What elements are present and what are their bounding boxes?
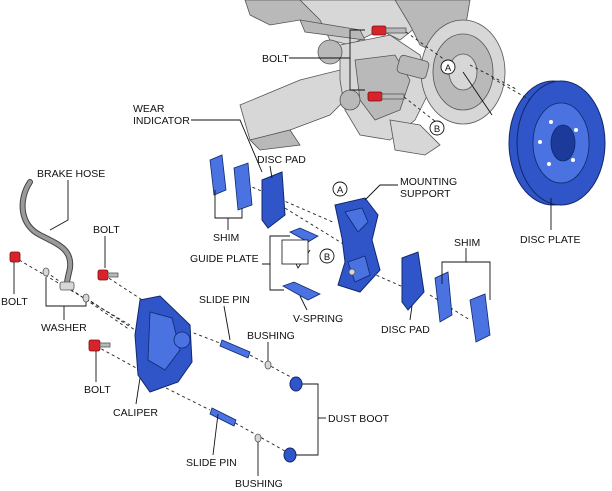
knuckle-bolt-upper	[371, 25, 407, 36]
dust-boot-upper	[289, 376, 303, 392]
label-disc-plate: DISC PLATE	[520, 234, 581, 246]
label-bushing-upper: BUSHING	[247, 330, 295, 342]
label-bolt-top: BOLT	[262, 53, 289, 65]
part-labels: BOLT WEAR INDICATOR DISC PAD SHIM MOUNTI…	[1, 53, 581, 490]
marker-b-knuckle: B	[429, 120, 445, 136]
label-mounting-support-line2: SUPPORT	[400, 188, 451, 200]
label-slide-pin-lower: SLIDE PIN	[186, 457, 237, 469]
slide-pin-lower	[209, 407, 237, 427]
label-bolt-left: BOLT	[1, 296, 28, 308]
label-shim-right: SHIM	[454, 237, 480, 249]
shim-lower-inner	[434, 271, 453, 323]
caliper	[134, 295, 193, 393]
label-wear-indicator-line1: WEAR	[133, 103, 165, 115]
label-washer: WASHER	[41, 322, 87, 334]
marker-b-support: B	[319, 248, 335, 264]
marker-a-knuckle: A	[440, 59, 456, 75]
svg-text:A: A	[337, 185, 344, 196]
washer-upper	[42, 267, 50, 277]
shim-upper-inner	[233, 162, 253, 211]
knuckle-bolt-lower	[367, 91, 405, 102]
washer-lower	[82, 293, 90, 303]
assembly-lines	[13, 31, 531, 456]
label-brake-hose: BRAKE HOSE	[37, 168, 105, 180]
label-mounting-support-line1: MOUNTING	[400, 176, 457, 188]
label-shim-left: SHIM	[213, 232, 239, 244]
steering-knuckle-assembly	[239, 0, 506, 156]
label-disc-pad-upper: DISC PAD	[257, 154, 306, 166]
label-bolt-lower: BOLT	[84, 384, 111, 396]
label-wear-indicator-line2: INDICATOR	[133, 115, 190, 127]
v-spring	[281, 239, 311, 269]
disc-pad-upper	[261, 171, 286, 229]
svg-text:A: A	[445, 63, 452, 74]
caliper-upper-bolt	[97, 269, 119, 281]
label-disc-pad-lower: DISC PAD	[381, 324, 430, 336]
shim-upper-outer	[209, 154, 227, 196]
leader-lines	[13, 29, 552, 476]
marker-a-support: A	[332, 181, 348, 197]
brake-hose	[19, 179, 75, 291]
svg-text:B: B	[324, 252, 330, 263]
label-guide-plate: GUIDE PLATE	[190, 253, 259, 265]
disc-plate-rotor	[508, 80, 606, 206]
dust-boot-lower	[283, 447, 297, 463]
label-bolt-mid: BOLT	[93, 224, 120, 236]
bushing-lower	[254, 433, 262, 443]
bushing-upper	[264, 360, 272, 370]
shim-lower-outer	[469, 293, 491, 343]
label-dust-boot: DUST BOOT	[328, 413, 390, 425]
caliper-lower-bolt	[88, 339, 111, 352]
disc-pad-lower	[401, 251, 425, 311]
label-slide-pin-upper: SLIDE PIN	[199, 294, 250, 306]
label-v-spring: V-SPRING	[293, 313, 343, 325]
svg-text:B: B	[434, 124, 440, 135]
guide-plate-upper	[289, 227, 319, 243]
label-bushing-lower: BUSHING	[235, 478, 283, 490]
brake-hose-bolt	[9, 251, 21, 263]
label-caliper: CALIPER	[113, 407, 158, 419]
mounting-support	[334, 197, 381, 293]
guide-plate-lower	[282, 281, 321, 301]
slide-pin-upper	[219, 339, 251, 359]
